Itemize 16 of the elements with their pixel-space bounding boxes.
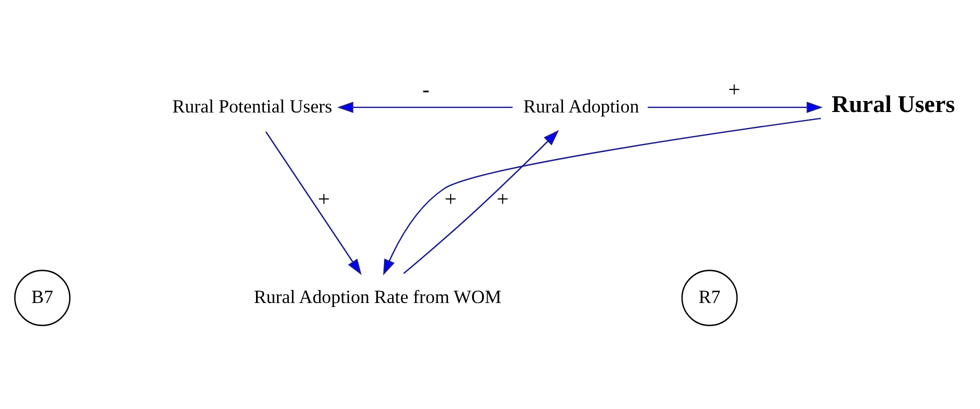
label: B7 [30, 286, 53, 308]
arrow [264, 131, 362, 276]
arrow [402, 130, 559, 274]
node-text: Rural Adoption [522, 96, 639, 118]
label: R7 [698, 286, 720, 308]
arrow [336, 102, 512, 113]
edge-label: + [317, 186, 330, 211]
edge-label: + [444, 186, 456, 211]
arrow [647, 102, 822, 113]
edge-label: + [496, 186, 508, 211]
edge-label: - [422, 77, 430, 102]
arrow [382, 118, 821, 276]
node-text: Rural Adoption Rate from WOM [253, 286, 501, 308]
node-text: Rural Users [831, 92, 954, 118]
node-text: Rural Potential Users [172, 96, 332, 118]
edge-label: + [728, 77, 740, 102]
